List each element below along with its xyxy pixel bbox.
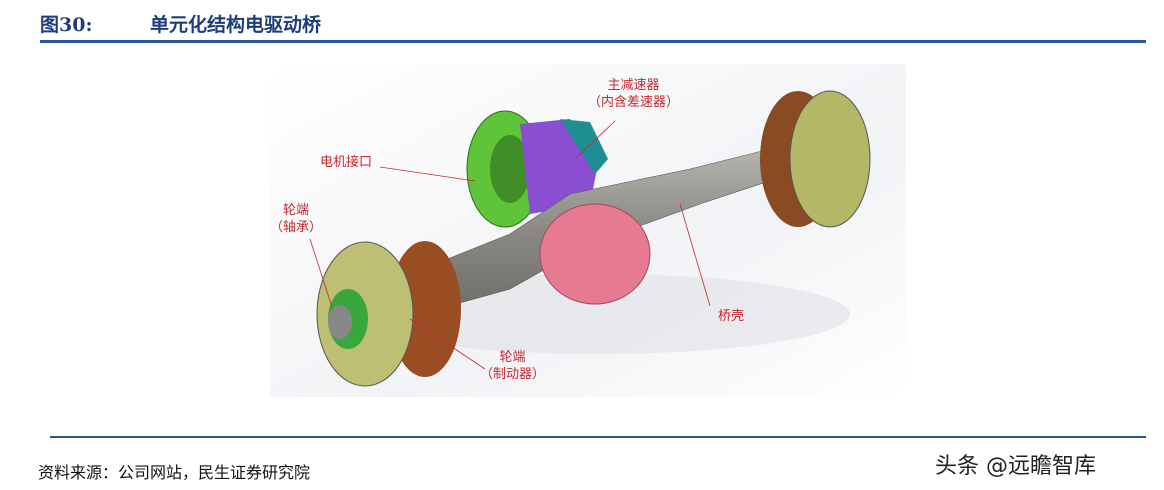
top-divider: [40, 40, 1146, 43]
label-subtext: （轴承）: [270, 220, 323, 235]
label-main-reducer: 主减速器 （内含差速器）: [588, 77, 679, 111]
label-text: 轮端: [499, 350, 526, 365]
bottom-divider: [50, 436, 1146, 438]
axle-render: [270, 64, 906, 397]
label-text: 主减速器: [607, 78, 660, 93]
label-subtext: （内含差速器）: [588, 95, 680, 110]
label-axle-housing: 桥壳: [718, 309, 745, 324]
watermark: 头条 @远瞻智库: [935, 454, 1096, 479]
label-text: 轮端: [283, 203, 310, 218]
axle-illustration: 主减速器 （内含差速器） 电机接口 轮端 （轴承） 桥壳 轮端 （制动器）: [270, 64, 906, 397]
label-motor-interface: 电机接口: [320, 155, 373, 170]
figure-title: 单元化结构电驱动桥: [150, 14, 322, 36]
figure-number: 图30:: [40, 14, 93, 36]
label-subtext: （制动器）: [480, 367, 546, 382]
label-wheel-bearing: 轮端 （轴承）: [270, 202, 322, 236]
label-wheel-brake: 轮端 （制动器）: [480, 349, 545, 383]
source-note: 资料来源：公司网站，民生证券研究院: [38, 463, 311, 482]
